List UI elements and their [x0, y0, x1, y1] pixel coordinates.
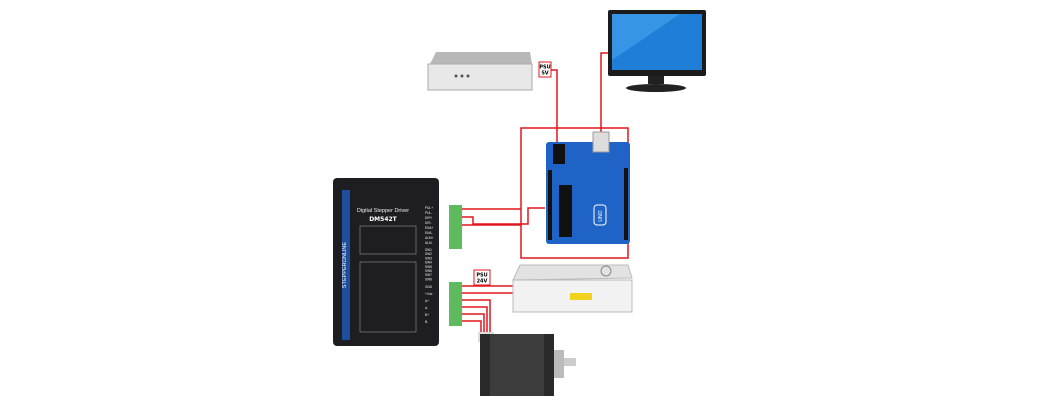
wire-dir	[462, 207, 545, 225]
terminal-label: +Vdc	[425, 292, 433, 296]
psu-5v-label-line1: PSU	[539, 65, 550, 71]
terminal-label: PUL-	[425, 211, 432, 215]
driver-model: DM542T	[369, 216, 397, 223]
terminal-label: ALM-	[425, 241, 433, 245]
terminal-label: PUL+	[425, 206, 433, 210]
terminal-label: SW1	[425, 248, 432, 252]
power-terminal-block	[449, 282, 462, 326]
wire-b-plus	[462, 313, 485, 332]
psu-24v: PSU 24V	[473, 264, 633, 313]
psu-5v-label-line2: 5V	[541, 71, 548, 77]
terminal-label: SW5	[425, 265, 432, 269]
driver-brand: STEPPERONLINE	[342, 242, 348, 288]
terminal-label: B-	[425, 320, 428, 324]
stepper-driver: STEPPERONLINE Digital Stepper Driver DM5…	[333, 178, 462, 346]
terminal-label: SW7	[425, 273, 432, 277]
psu-5v: PSU 5V	[427, 52, 552, 91]
psu-24v-label-line2: 24V	[477, 279, 488, 285]
terminal-label: ENA-	[425, 231, 433, 235]
terminal-label: ALM+	[425, 236, 434, 240]
terminal-label: A+	[425, 299, 429, 303]
stepper-motor	[478, 332, 576, 396]
wire-monitor-to-arduino	[600, 52, 608, 138]
arduino-label: UNO	[598, 210, 604, 221]
terminal-label: ENA+	[425, 226, 434, 230]
psu-24v-label-line1: PSU	[476, 273, 487, 279]
wire-psu5v-to-arduino	[551, 69, 558, 150]
wire-a-plus	[462, 299, 491, 332]
terminal-label: SW4	[425, 261, 432, 265]
monitor	[608, 10, 706, 92]
terminal-label: DIR+	[425, 216, 432, 220]
driver-title: Digital Stepper Driver	[357, 208, 409, 214]
terminal-label: SW2	[425, 252, 432, 256]
signal-terminal-labels: PUL+PUL-DIR+DIR-ENA+ENA-ALM+ALM-	[425, 206, 434, 245]
wire-a-minus	[462, 306, 488, 332]
terminal-label: B+	[425, 313, 429, 317]
terminal-label: SW3	[425, 256, 432, 260]
terminal-label: GND	[425, 285, 433, 289]
terminal-label: A-	[425, 306, 428, 310]
arduino-uno: UNO	[546, 131, 630, 244]
signal-terminal-block	[449, 205, 462, 249]
wire-b-minus	[462, 320, 482, 332]
terminal-label: SW6	[425, 269, 432, 273]
terminal-label: DIR-	[425, 221, 432, 225]
terminal-label: SW8	[425, 277, 432, 281]
